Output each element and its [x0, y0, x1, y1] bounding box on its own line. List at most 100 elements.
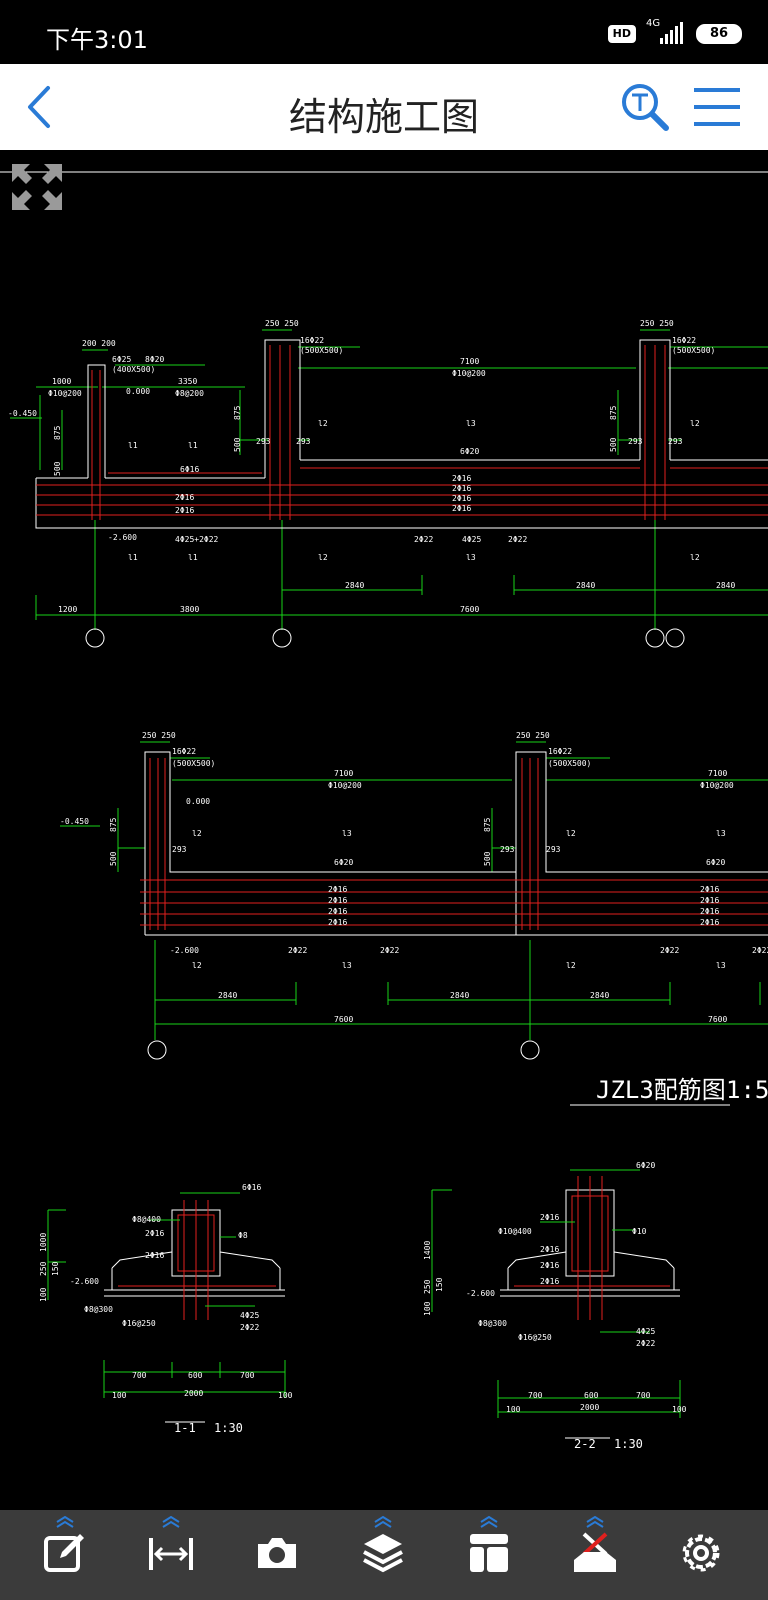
cad-label: 0.000 [186, 797, 210, 806]
cad-label: 3800 [180, 605, 199, 614]
measure-tool-button[interactable] [126, 1510, 216, 1600]
toolbox-tool-button[interactable] [550, 1510, 640, 1600]
cad-label: l2 [192, 961, 202, 970]
cad-label: -0.450 [8, 409, 37, 418]
cad-label: 0.000 [126, 387, 150, 396]
cad-label: 250 250 [516, 731, 550, 740]
cad-label: 7600 [708, 1015, 727, 1024]
cad-label: 250 250 [640, 319, 674, 328]
cad-label: 2Φ16 [700, 918, 719, 927]
cad-label: 1000 [39, 1233, 48, 1252]
cad-label: 2Φ16 [540, 1213, 559, 1222]
cad-label: l2 [690, 419, 700, 428]
menu-icon[interactable] [692, 84, 742, 130]
cad-label: 2Φ22 [288, 946, 307, 955]
cad-label: 100 [506, 1405, 521, 1414]
layout-tool-button[interactable] [444, 1510, 534, 1600]
cad-label: 2Φ16 [145, 1229, 164, 1238]
cad-label: 6Φ20 [636, 1161, 655, 1170]
battery-icon: 86 [696, 24, 742, 44]
cad-label: l2 [318, 553, 328, 562]
edit-tool-button[interactable] [20, 1510, 110, 1600]
section-label: 2-2 [574, 1437, 596, 1451]
cad-label: 600 [188, 1371, 203, 1380]
cad-label: (400X500) [112, 365, 155, 374]
back-arrow-icon[interactable] [22, 82, 62, 132]
drawing-title: JZL3配筋图 [596, 1076, 726, 1104]
cad-label: 1400 [423, 1241, 432, 1260]
cad-label: 2Φ16 [452, 474, 471, 483]
cad-label: 2Φ16 [540, 1261, 559, 1270]
camera-icon [258, 1538, 296, 1568]
text-search-icon[interactable] [620, 82, 672, 134]
cad-label: 1000 [52, 377, 71, 386]
cad-label: 500 [233, 437, 242, 452]
cad-label: l2 [318, 419, 328, 428]
cad-label: 293 [500, 845, 515, 854]
section-label: 1-1 [174, 1421, 196, 1435]
cad-label: Φ10@200 [328, 781, 362, 790]
cad-label: -2.600 [70, 1277, 99, 1286]
cad-label: 875 [483, 817, 492, 832]
cad-label: l2 [566, 961, 576, 970]
chevron-up-icon [56, 1516, 74, 1528]
network-type: 4G [646, 18, 661, 29]
fullscreen-expand-icon[interactable] [8, 160, 66, 214]
cad-label: 2000 [580, 1403, 599, 1412]
cad-label: 500 [609, 437, 618, 452]
cad-label: -2.600 [466, 1289, 495, 1298]
cad-label: 7100 [460, 357, 479, 366]
cad-label: 100 [39, 1287, 48, 1302]
cad-label: 2Φ16 [328, 885, 347, 894]
settings-icon [682, 1534, 720, 1572]
chevron-up-icon [480, 1516, 498, 1528]
cad-label: 600 [584, 1391, 599, 1400]
cad-label: 2Φ16 [328, 907, 347, 916]
cad-label: Φ8 [238, 1231, 248, 1240]
cad-label: 6Φ16 [180, 465, 199, 474]
cad-label: (500X500) [672, 346, 715, 355]
cad-label: l3 [466, 553, 476, 562]
cad-label: 500 [483, 851, 492, 866]
chevron-up-icon [162, 1516, 180, 1528]
cad-label: l3 [342, 961, 352, 970]
cad-label: Φ10@400 [498, 1227, 532, 1236]
cad-label: 875 [53, 425, 62, 440]
cad-label: 2Φ22 [752, 946, 768, 955]
cad-label: 16Φ22 [172, 747, 196, 756]
cad-label: Φ8@200 [175, 389, 204, 398]
cad-label: 2Φ16 [175, 493, 194, 502]
cad-label: 7100 [708, 769, 727, 778]
cad-label: 2840 [218, 991, 237, 1000]
cad-label: 2Φ22 [240, 1323, 259, 1332]
cad-label: 100 [278, 1391, 293, 1400]
cad-label: Φ10@200 [700, 781, 734, 790]
cad-label: 3350 [178, 377, 197, 386]
cad-label: l1 [128, 553, 138, 562]
cad-label: (500X500) [172, 759, 215, 768]
cad-label: 6Φ25 [112, 355, 131, 364]
cad-label: 100 [672, 1405, 687, 1414]
cad-drawing-canvas[interactable]: 200 200 250 250 250 250 6Φ25 16Φ22 16Φ22… [0, 150, 768, 1510]
cad-label: l3 [716, 961, 726, 970]
cad-label: 8Φ20 [145, 355, 164, 364]
cad-label: 875 [609, 405, 618, 420]
cad-label: 4Φ25 [240, 1311, 259, 1320]
cad-label: l3 [342, 829, 352, 838]
drawing-scale: 1:50 [726, 1076, 768, 1104]
cad-label: 293 [668, 437, 683, 446]
cad-label: 1200 [58, 605, 77, 614]
cad-label: 2Φ16 [700, 907, 719, 916]
cad-label: 150 [435, 1277, 444, 1292]
cad-label: 7600 [334, 1015, 353, 1024]
cad-label: 2840 [345, 581, 364, 590]
settings-button[interactable] [656, 1510, 746, 1600]
cad-label: 100 [423, 1301, 432, 1316]
cad-label: 2Φ22 [508, 535, 527, 544]
camera-tool-button[interactable] [232, 1510, 322, 1600]
layers-tool-button[interactable] [338, 1510, 428, 1600]
cad-label: 2Φ16 [145, 1251, 164, 1260]
cad-label: 2Φ16 [452, 494, 471, 503]
cad-label: l2 [566, 829, 576, 838]
cad-label: 500 [53, 461, 62, 476]
